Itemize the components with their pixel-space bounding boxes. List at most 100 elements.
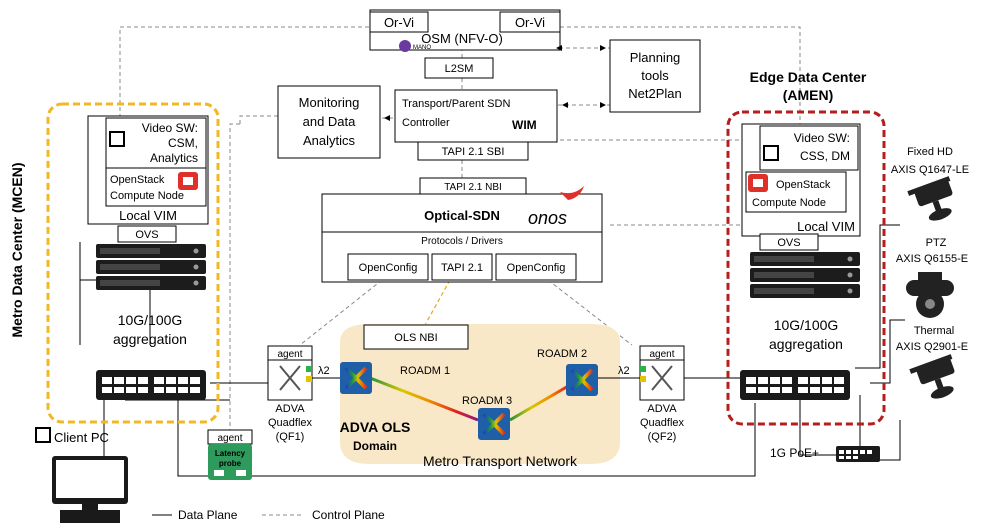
legend-control-label: Control Plane [312,508,385,522]
poe-switch-icon [836,446,880,462]
driver-tapi [431,253,493,281]
amen-video-line1: Video SW: [794,131,850,145]
qf2-label-line3: (QF2) [648,431,677,443]
control-plane-links [119,26,801,430]
amen-switch-icon [740,370,850,400]
roadm3-icon [476,406,512,442]
or-vi-left-box [369,11,429,33]
amen-ovs-label: OVS [777,237,800,249]
probe-agent: agent [217,433,242,444]
tapi-nbi-label: TAPI 2.1 NBI [444,182,502,193]
camera-ptz-line2: AXIS Q6155-E [896,253,968,265]
mcen-video-box [105,117,207,169]
qf2-label-line1: ADVA [647,403,677,415]
l2sm-label: L2SM [445,63,474,75]
qf1-port-green [306,366,312,372]
qf2-lambda: λ2 [618,365,630,377]
client-pc-icon-small [35,427,51,443]
amen-video-icon [763,145,779,161]
monitoring-line1: Monitoring [299,95,360,110]
planning-line1: Planning [630,50,681,65]
mcen-server-icon [96,244,206,290]
driver-openconfig-left [347,253,429,281]
roadm2-label: ROADM 2 [537,348,587,360]
mcen-openstack-line2: Compute Node [110,190,184,202]
ols-domain-cloud [340,324,620,464]
amen-agg-line2: aggregation [769,336,843,352]
qf2-switch-icon [651,365,673,391]
protocols-label: Protocols / Drivers [421,236,503,247]
mano-logo: MANO [413,45,431,51]
qf1-agent: agent [277,349,302,360]
legend-data-label: Data Plane [178,508,238,522]
arrow-planning-osm [556,45,606,51]
qf2-port-yellow [640,376,646,382]
fixed-hd-camera-icon [907,176,962,227]
roadm1-label: ROADM 1 [400,365,450,377]
amen-server-icon [750,252,860,298]
probe-name-line1: Latency [215,449,246,458]
probe-port-2 [236,470,246,476]
optical-sdn-title: Optical-SDN [424,208,500,223]
mcen-switch-icon [96,370,206,400]
qf1-port-yellow [306,376,312,382]
camera-ptz-line1: PTZ [926,237,947,249]
ols-nbi-label: OLS NBI [394,332,437,344]
mcen-agg-line1: 10G/100G [118,312,183,328]
ptz-camera-icon [906,272,954,318]
arrow-monitoring-wim [384,115,390,121]
monitoring-line2: and Data [303,114,357,129]
camera-thermal-line2: AXIS Q2901-E [896,341,968,353]
l2sm-box [424,57,494,79]
qf1-label-line2: Quadflex [268,417,313,429]
qf1-label-line1: ADVA [275,403,305,415]
mcen-local-vim: Local VIM [119,208,177,223]
probe-name-line2: probe [219,459,242,468]
planning-line2: tools [641,68,669,83]
ols-nbi-box [363,324,469,350]
client-pc-keyboard [60,510,120,523]
planning-line3: Net2Plan [628,86,681,101]
onos-logo: onos [528,208,567,228]
ols-domain-line2: Domain [353,439,397,453]
roadm1-icon [338,360,374,396]
mcen-agg-line2: aggregation [113,331,187,347]
mcen-openstack-line1: OpenStack [110,174,165,186]
probe-port-1 [214,470,224,476]
metro-transport-label: Metro Transport Network [423,453,578,469]
client-pc-label: Client PC [54,430,109,445]
driver-tapi-label: TAPI 2.1 [441,262,483,274]
qf1-switch-icon [279,365,301,391]
or-vi-left: Or-Vi [384,15,414,30]
mcen-border [46,102,220,424]
thermal-camera-icon [909,354,964,405]
qf1-lambda: λ2 [318,365,330,377]
wim-line2: Controller [402,117,450,129]
tapi-ols-link [424,279,451,326]
amen-border [726,110,886,426]
or-vi-right-box [499,11,561,33]
amen-openstack-line2: Compute Node [752,197,826,209]
qf2-device [639,359,685,401]
poe-label: 1G PoE+ [770,446,819,460]
mcen-ovs-label: OVS [135,229,158,241]
camera-fixed-line1: Fixed HD [907,146,953,158]
osm-title: OSM (NFV-O) [421,31,503,46]
onos-bird-icon [560,186,584,200]
qf1-device [267,359,313,401]
planning-tools-box [609,39,701,113]
or-vi-right: Or-Vi [515,15,545,30]
qf2-agent: agent [649,349,674,360]
driver-openconfig-right-label: OpenConfig [507,262,566,274]
camera-fixed-line2: AXIS Q1647-LE [891,164,969,176]
mano-logo-icon [399,40,411,52]
mcen-vertical-title: Metro Data Center (MCEN) [9,162,25,337]
driver-openconfig-left-label: OpenConfig [359,262,418,274]
amen-video-box [759,125,859,171]
mcen-video-line1: Video SW: [142,121,198,135]
tapi-sbi-label: TAPI 2.1 SBI [442,146,505,158]
camera-thermal-line1: Thermal [914,325,954,337]
mcen-video-line2: CSM, [168,136,198,150]
driver-openconfig-right [495,253,577,281]
